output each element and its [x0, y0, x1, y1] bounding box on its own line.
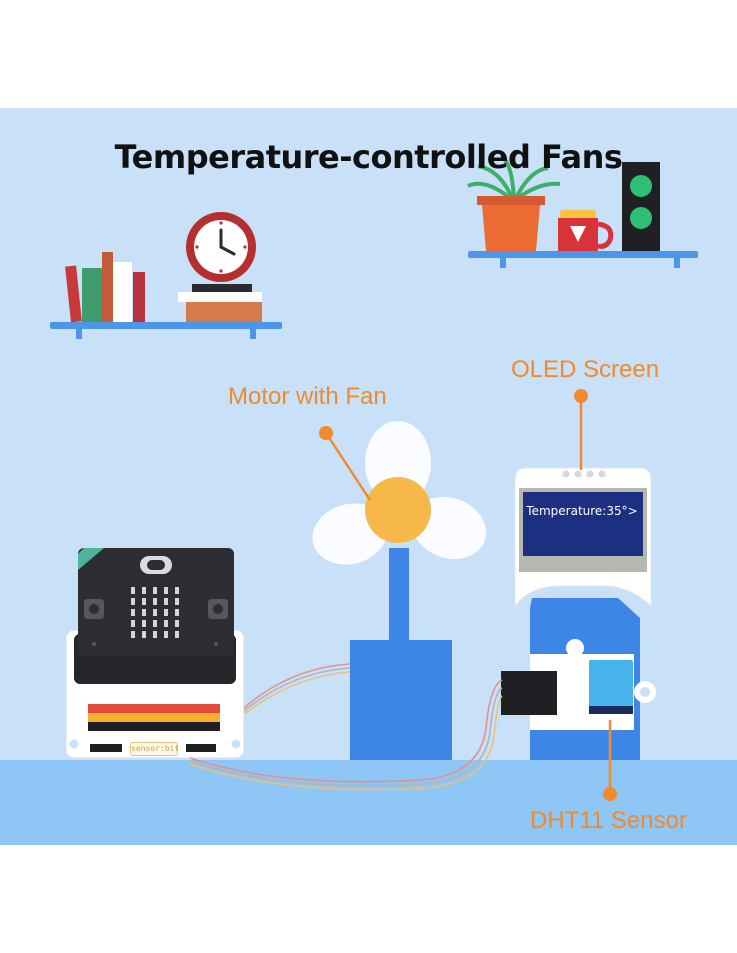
led [142, 587, 146, 594]
led [153, 598, 157, 605]
led [153, 620, 157, 627]
dht11-sensor [501, 639, 656, 730]
led [175, 587, 179, 594]
led [164, 587, 168, 594]
clock [178, 212, 262, 322]
led [142, 598, 146, 605]
led [153, 587, 157, 594]
oled-callout-dot [574, 389, 588, 403]
led [142, 609, 146, 616]
traffic-light [622, 162, 660, 251]
led [131, 609, 135, 616]
led [164, 631, 168, 638]
diagram-scene: Temperature-controlled Fans OLED Screen … [0, 108, 737, 845]
floor [0, 760, 737, 845]
oled-module [514, 467, 652, 608]
diagram-title: Temperature-controlled Fans [114, 138, 623, 176]
led [175, 598, 179, 605]
fan-hub [365, 477, 431, 543]
led [164, 609, 168, 616]
led-grid [131, 587, 179, 638]
led [153, 609, 157, 616]
led [153, 631, 157, 638]
led [131, 587, 135, 594]
oled-display-text: Temperature:35°> [526, 504, 638, 518]
led [175, 620, 179, 627]
microbit [78, 548, 234, 656]
fan-stand [350, 548, 452, 760]
oled-screen-label: OLED Screen [511, 356, 660, 383]
sensor-callout-dot [603, 787, 617, 801]
led [131, 631, 135, 638]
led [131, 620, 135, 627]
left-shelf [50, 322, 282, 339]
led [175, 631, 179, 638]
mug [558, 210, 614, 251]
scene-illustration [50, 158, 698, 801]
led [142, 620, 146, 627]
plant [467, 158, 561, 251]
motor-with-fan-label: Motor with Fan [228, 383, 387, 410]
led [142, 631, 146, 638]
wires [189, 663, 503, 791]
led [175, 609, 179, 616]
led [164, 598, 168, 605]
dht11-sensor-label: DHT11 Sensor [530, 807, 687, 834]
books [65, 252, 145, 323]
led [164, 620, 168, 627]
motor-callout-dot [319, 426, 333, 440]
right-shelf [468, 251, 698, 268]
sensor-bit-label: sensor:bit [130, 742, 179, 756]
led [131, 598, 135, 605]
callout-leaders [319, 389, 617, 801]
